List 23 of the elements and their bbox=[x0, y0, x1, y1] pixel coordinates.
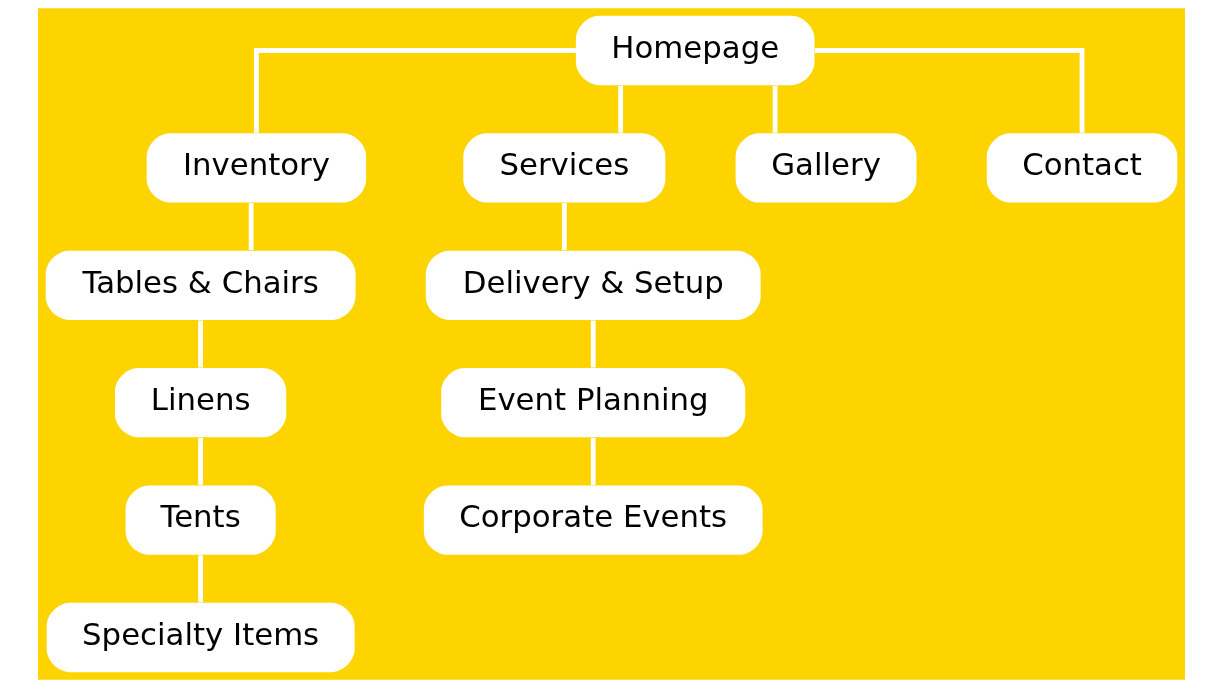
node-box: Tents bbox=[125, 485, 276, 555]
node-box: Tables & Chairs bbox=[45, 250, 356, 320]
node-box: Event Planning bbox=[441, 368, 746, 438]
connector bbox=[248, 203, 254, 251]
connector bbox=[772, 85, 778, 133]
connector bbox=[814, 48, 1085, 133]
connector bbox=[198, 555, 204, 603]
connector bbox=[590, 437, 596, 485]
connector bbox=[198, 437, 204, 485]
node-box: Gallery bbox=[735, 133, 917, 203]
node-box: Specialty Items bbox=[46, 602, 355, 673]
node-box: Services bbox=[463, 133, 666, 203]
connector bbox=[618, 85, 624, 133]
node-box: Inventory bbox=[146, 133, 367, 203]
node-box: Corporate Events bbox=[423, 485, 763, 555]
connector bbox=[590, 320, 596, 368]
node-box: Contact bbox=[986, 133, 1178, 203]
node-box: Delivery & Setup bbox=[425, 250, 761, 320]
node-box: Linens bbox=[115, 368, 287, 438]
connector bbox=[198, 320, 204, 368]
connector bbox=[561, 203, 567, 251]
connector bbox=[254, 48, 576, 133]
node-box: Homepage bbox=[575, 15, 815, 86]
